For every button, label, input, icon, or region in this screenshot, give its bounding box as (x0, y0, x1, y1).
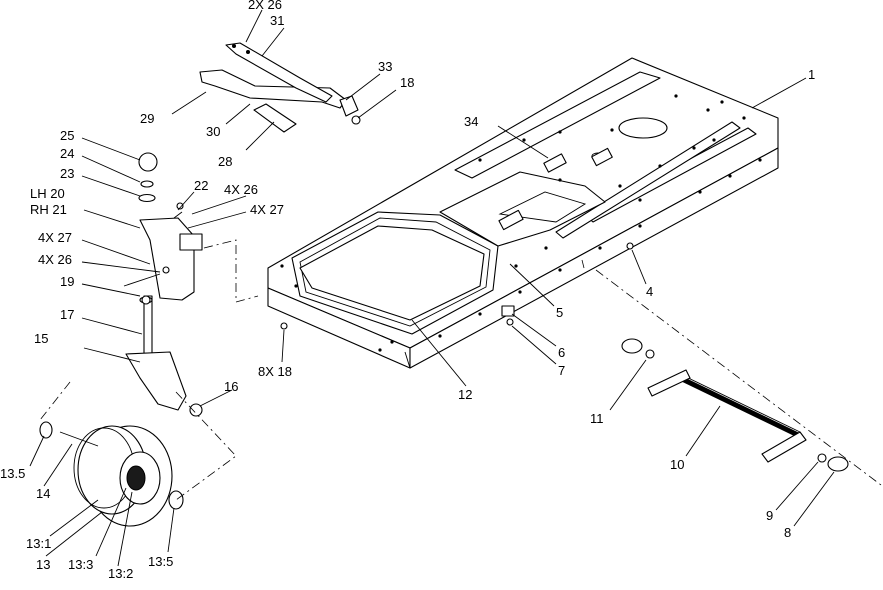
callout-2x26: 2X 26 (248, 0, 282, 12)
frame-assembly (267, 57, 779, 369)
callout-33: 33 (378, 59, 392, 74)
centerlines (39, 239, 883, 501)
callout-16: 16 (224, 379, 238, 394)
callout-13-5-right: 13:5 (148, 554, 173, 569)
callout-labels: 1 2X 26 31 33 18 29 30 28 34 25 24 23 LH… (0, 0, 815, 581)
wheel-assembly (39, 421, 184, 527)
callout-23: 23 (60, 166, 74, 181)
callout-13-3: 13:3 (68, 557, 93, 572)
callout-24: 24 (60, 146, 74, 161)
callout-30: 30 (206, 124, 220, 139)
callout-22: 22 (194, 178, 208, 193)
callout-18-top: 18 (400, 75, 414, 90)
callout-9: 9 (766, 508, 773, 523)
callout-29: 29 (140, 111, 154, 126)
callout-13: 13 (36, 557, 50, 572)
callout-13-2: 13:2 (108, 566, 133, 581)
callout-8: 8 (784, 525, 791, 540)
callout-1: 1 (808, 67, 815, 82)
callout-10: 10 (670, 457, 684, 472)
callout-15: 15 (34, 331, 48, 346)
callout-28: 28 (218, 154, 232, 169)
callout-14: 14 (36, 486, 50, 501)
callout-rh21: RH 21 (30, 202, 67, 217)
callout-6: 6 (558, 345, 565, 360)
callout-17: 17 (60, 307, 74, 322)
callout-13-1: 13:1 (26, 536, 51, 551)
callout-7: 7 (558, 363, 565, 378)
callout-8x18: 8X 18 (258, 364, 292, 379)
steering-arm-assembly (199, 42, 359, 133)
callout-13-5-left: 13.5 (0, 466, 25, 481)
callout-19: 19 (60, 274, 74, 289)
callout-11: 11 (590, 411, 604, 426)
callout-4x27-top: 4X 27 (250, 202, 284, 217)
callout-12: 12 (458, 387, 472, 402)
callout-4: 4 (646, 284, 653, 299)
rear-axle-assembly (621, 338, 849, 472)
caster-assembly (83, 152, 203, 417)
callout-lh20: LH 20 (30, 186, 65, 201)
hardware (141, 115, 634, 330)
callout-5: 5 (556, 305, 563, 320)
leader-lines (29, 9, 835, 567)
callout-25: 25 (60, 128, 74, 143)
callout-34: 34 (464, 114, 478, 129)
callout-4x27-left: 4X 27 (38, 230, 72, 245)
callout-4x26-top: 4X 26 (224, 182, 258, 197)
callout-31: 31 (270, 13, 284, 28)
callout-4x26-left: 4X 26 (38, 252, 72, 267)
